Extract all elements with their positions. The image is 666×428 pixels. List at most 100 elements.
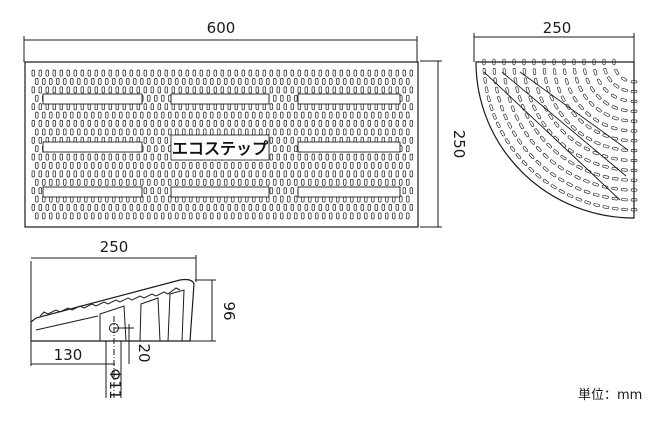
slot <box>38 170 42 178</box>
slot <box>367 120 371 127</box>
slot <box>322 111 326 119</box>
slot <box>301 128 305 136</box>
slot <box>150 136 154 144</box>
slot <box>63 162 67 169</box>
slot <box>157 204 161 211</box>
corner-slot <box>612 116 619 121</box>
slot <box>35 128 39 136</box>
slot <box>136 153 140 161</box>
slot <box>154 111 158 119</box>
corner-slot <box>574 77 579 84</box>
slot <box>56 212 60 220</box>
corner-slot <box>550 184 557 190</box>
slot <box>143 103 147 111</box>
slot <box>196 162 200 169</box>
slot <box>409 204 413 211</box>
slot <box>231 178 235 186</box>
slot <box>343 162 347 169</box>
slot <box>192 69 196 77</box>
slot <box>59 153 63 161</box>
slot <box>329 212 333 220</box>
corner-slot <box>528 153 535 159</box>
slot <box>346 120 350 127</box>
slot <box>255 120 259 127</box>
corner-slot <box>493 77 498 85</box>
corner-slot <box>611 136 619 141</box>
dimension-96: 96 <box>220 301 238 320</box>
slot <box>290 69 294 77</box>
slot <box>164 204 168 211</box>
slot <box>409 170 413 178</box>
slot <box>35 178 39 186</box>
slot <box>161 78 165 85</box>
slot <box>98 162 102 169</box>
corner-slot <box>630 188 638 192</box>
corner-slot <box>589 86 595 93</box>
slot <box>364 212 368 220</box>
slot <box>59 170 63 178</box>
slot <box>336 128 340 136</box>
slot <box>280 195 284 203</box>
slot <box>143 86 147 94</box>
slot <box>133 212 137 220</box>
slot <box>35 145 39 153</box>
slot <box>38 136 42 144</box>
corner-slot <box>482 58 486 66</box>
slot <box>38 153 42 161</box>
slot <box>241 69 245 77</box>
slot <box>336 162 340 169</box>
slot <box>73 69 77 77</box>
slot <box>381 69 385 77</box>
slot <box>70 128 74 136</box>
dimension-250-depth: 250 <box>450 130 468 159</box>
slot <box>364 178 368 186</box>
slot <box>171 170 175 178</box>
corner-slot <box>515 153 522 160</box>
slot <box>147 94 151 102</box>
slot <box>119 128 123 136</box>
slot <box>350 162 354 169</box>
corner-slot <box>621 197 628 202</box>
slot <box>136 204 140 211</box>
slot <box>84 111 88 119</box>
slot <box>238 111 242 119</box>
slot <box>35 212 39 220</box>
corner-slot <box>560 155 567 161</box>
slot <box>385 178 389 186</box>
slot <box>234 86 238 94</box>
corner-slot <box>535 146 542 152</box>
long-bars <box>42 93 401 198</box>
slot <box>343 212 347 220</box>
slot <box>241 86 245 94</box>
slot <box>112 128 116 136</box>
slot <box>357 212 361 220</box>
slot <box>73 86 77 94</box>
slot <box>273 78 277 85</box>
slot <box>182 178 186 186</box>
slot <box>304 204 308 211</box>
slot <box>122 170 126 178</box>
slot <box>178 204 182 211</box>
slot <box>381 170 385 178</box>
slot <box>52 69 56 77</box>
slot <box>231 162 235 169</box>
slot <box>252 178 256 186</box>
slot <box>52 120 56 127</box>
long-bar <box>42 186 143 198</box>
slot <box>136 170 140 178</box>
slot <box>297 69 301 77</box>
slot <box>126 128 130 136</box>
slot <box>189 111 193 119</box>
corner-slot <box>504 138 510 145</box>
slot <box>168 128 172 136</box>
slot <box>38 69 42 77</box>
slot <box>161 212 165 220</box>
corner-slot <box>513 77 518 84</box>
slot <box>70 178 74 186</box>
slot <box>329 162 333 169</box>
long-bar <box>170 93 270 105</box>
slot <box>353 120 357 127</box>
slot <box>294 212 298 220</box>
slot <box>395 204 399 211</box>
